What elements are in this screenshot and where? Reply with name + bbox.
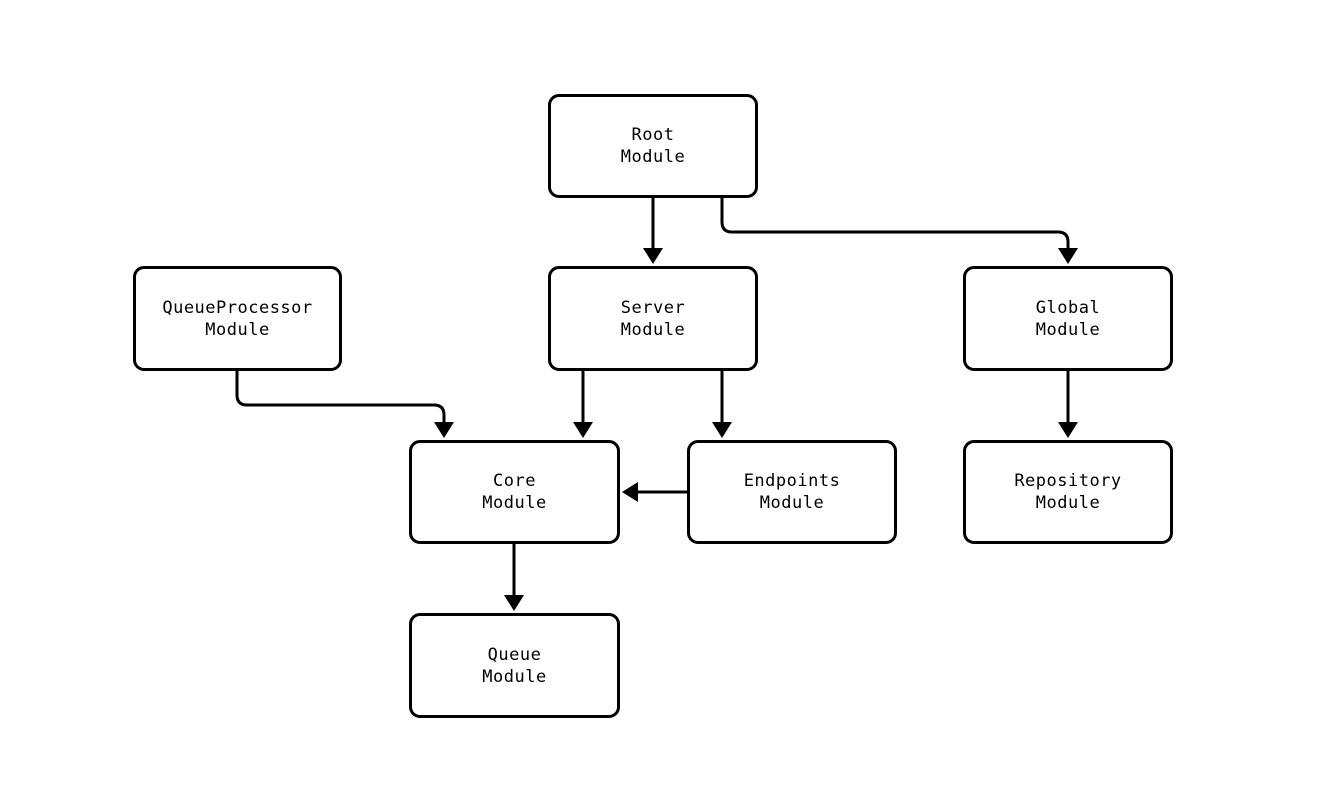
node-endpoints-label-line1: Endpoints xyxy=(743,471,841,491)
edge-root-global xyxy=(720,198,1078,264)
node-queue[interactable]: Queue Module xyxy=(409,613,620,718)
node-endpoints[interactable]: Endpoints Module xyxy=(687,440,897,544)
edge-global-repository xyxy=(1058,371,1078,438)
node-server-label-line1: Server xyxy=(620,297,686,318)
node-root-label-line2: Module xyxy=(620,147,686,167)
edge-core-queue xyxy=(504,544,524,611)
node-repository-label-line2: Module xyxy=(1035,493,1101,513)
node-core-label-line2: Module xyxy=(482,493,547,513)
node-global-label-line2: Module xyxy=(1035,319,1101,340)
node-core[interactable]: Core Module xyxy=(409,440,620,544)
node-endpoints-label-line2: Module xyxy=(759,493,825,513)
node-queue-label-line1: Queue xyxy=(487,644,542,665)
node-core-label-line1: Core xyxy=(493,471,536,491)
node-queueprocessor-label-line2: Module xyxy=(205,319,270,340)
node-repository[interactable]: Repository Module xyxy=(963,440,1173,544)
node-repository-label-line1: Repository xyxy=(1014,471,1122,491)
edge-queueprocessor-core xyxy=(235,371,454,438)
edge-endpoints-core xyxy=(622,482,687,502)
edge-server-core xyxy=(573,371,593,438)
node-queueprocessor-label-line1: QueueProcessor xyxy=(162,297,313,318)
node-server[interactable]: Server Module xyxy=(548,266,758,371)
node-global-label-line1: Global xyxy=(1035,297,1101,318)
node-queueprocessor[interactable]: QueueProcessor Module xyxy=(133,266,342,371)
node-server-label-line2: Module xyxy=(620,319,686,340)
edge-root-server xyxy=(643,198,663,264)
node-root-label-line1: Root xyxy=(631,125,675,145)
node-queue-label-line2: Module xyxy=(482,666,547,687)
node-global[interactable]: Global Module xyxy=(963,266,1173,371)
edge-server-endpoints xyxy=(712,371,732,438)
node-root[interactable]: Root Module xyxy=(548,94,758,198)
